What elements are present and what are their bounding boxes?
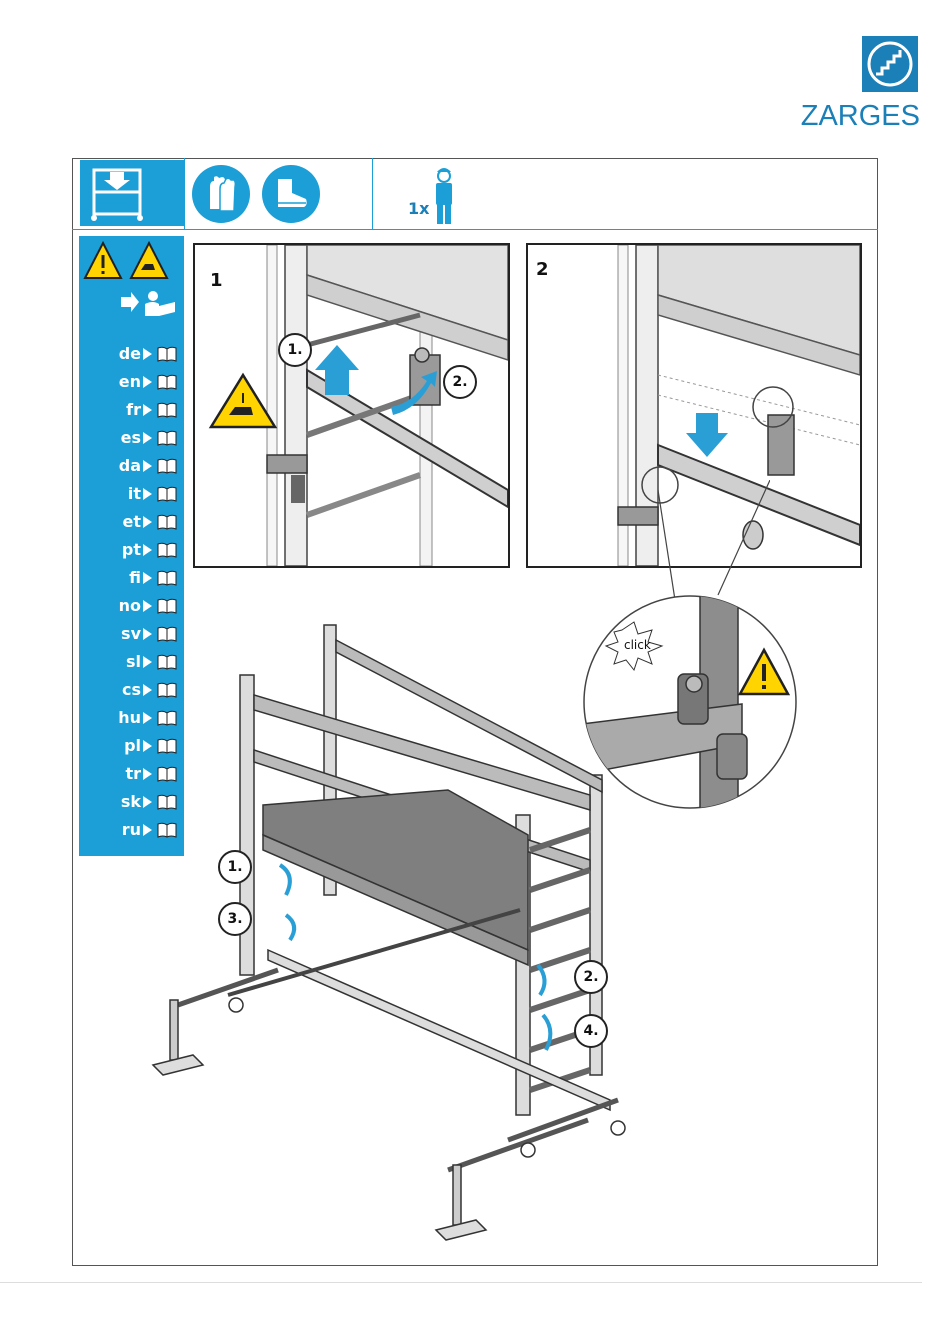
zarges-logo-icon bbox=[862, 36, 918, 92]
scaffold-drawing bbox=[148, 620, 648, 1260]
book-icon bbox=[157, 430, 177, 446]
language-row-es: es bbox=[79, 426, 184, 450]
language-code: sv bbox=[121, 622, 141, 646]
read-manual-icon bbox=[119, 288, 179, 318]
arrow-right-icon bbox=[143, 600, 152, 612]
warning-icons bbox=[83, 240, 173, 282]
step-panel-1: 1 1. 2. bbox=[193, 243, 510, 568]
language-row-et: et bbox=[79, 510, 184, 534]
language-row-fr: fr bbox=[79, 398, 184, 422]
language-row-en: en bbox=[79, 370, 184, 394]
brand-name: ZARGES bbox=[790, 100, 920, 133]
language-code: hu bbox=[118, 706, 141, 730]
arrow-right-icon bbox=[143, 432, 152, 444]
book-icon bbox=[157, 486, 177, 502]
header-divider bbox=[72, 229, 878, 230]
language-code: tr bbox=[125, 762, 141, 786]
step-bubble: 4. bbox=[574, 1014, 608, 1048]
language-code: cs bbox=[122, 678, 141, 702]
language-code: ru bbox=[122, 818, 141, 842]
detail-illustration-1 bbox=[195, 245, 508, 566]
header-divider-vertical bbox=[372, 158, 373, 229]
arrow-right-icon bbox=[143, 516, 152, 528]
step-bubble: 2. bbox=[443, 365, 477, 399]
language-row-no: no bbox=[79, 594, 184, 618]
step-bubble: 2. bbox=[574, 960, 608, 994]
persons-count: 1x bbox=[408, 199, 429, 218]
book-icon bbox=[157, 402, 177, 418]
language-code: et bbox=[123, 510, 142, 534]
step-bubble: 1. bbox=[218, 850, 252, 884]
book-icon bbox=[157, 374, 177, 390]
language-code: no bbox=[119, 594, 141, 618]
book-icon bbox=[157, 346, 177, 362]
language-row-pt: pt bbox=[79, 538, 184, 562]
language-code: en bbox=[119, 370, 141, 394]
language-code: de bbox=[119, 342, 141, 366]
language-row-it: it bbox=[79, 482, 184, 506]
book-icon bbox=[157, 514, 177, 530]
language-code: pl bbox=[124, 734, 141, 758]
book-icon bbox=[157, 542, 177, 558]
panel-number: 2 bbox=[536, 259, 549, 280]
language-code: it bbox=[128, 482, 141, 506]
book-icon bbox=[157, 598, 177, 614]
language-row-da: da bbox=[79, 454, 184, 478]
arrow-right-icon bbox=[143, 348, 152, 360]
language-code: fr bbox=[126, 398, 141, 422]
arrow-right-icon bbox=[143, 544, 152, 556]
panel-number: 1 bbox=[210, 270, 223, 291]
book-icon bbox=[157, 458, 177, 474]
language-code: da bbox=[119, 454, 141, 478]
language-code: sk bbox=[121, 790, 141, 814]
language-code: pt bbox=[122, 538, 141, 562]
arrow-right-icon bbox=[143, 376, 152, 388]
language-code: es bbox=[121, 426, 141, 450]
step-bubble: 1. bbox=[278, 333, 312, 367]
arrow-right-icon bbox=[143, 460, 152, 472]
arrow-right-icon bbox=[143, 488, 152, 500]
arrow-right-icon bbox=[143, 572, 152, 584]
language-row-fi: fi bbox=[79, 566, 184, 590]
language-code: fi bbox=[129, 566, 141, 590]
scaffold-illustration: 1. 2. 3. 4. bbox=[148, 620, 648, 1260]
step-bubble: 3. bbox=[218, 902, 252, 936]
page-bottom-divider bbox=[0, 1282, 922, 1283]
assembly-icon bbox=[80, 160, 184, 226]
language-row-de: de bbox=[79, 342, 184, 366]
gloves-icon bbox=[192, 165, 250, 223]
book-icon bbox=[157, 570, 177, 586]
safety-boots-icon bbox=[262, 165, 320, 223]
language-code: sl bbox=[126, 650, 141, 674]
header-divider-vertical bbox=[184, 158, 185, 229]
arrow-right-icon bbox=[143, 404, 152, 416]
